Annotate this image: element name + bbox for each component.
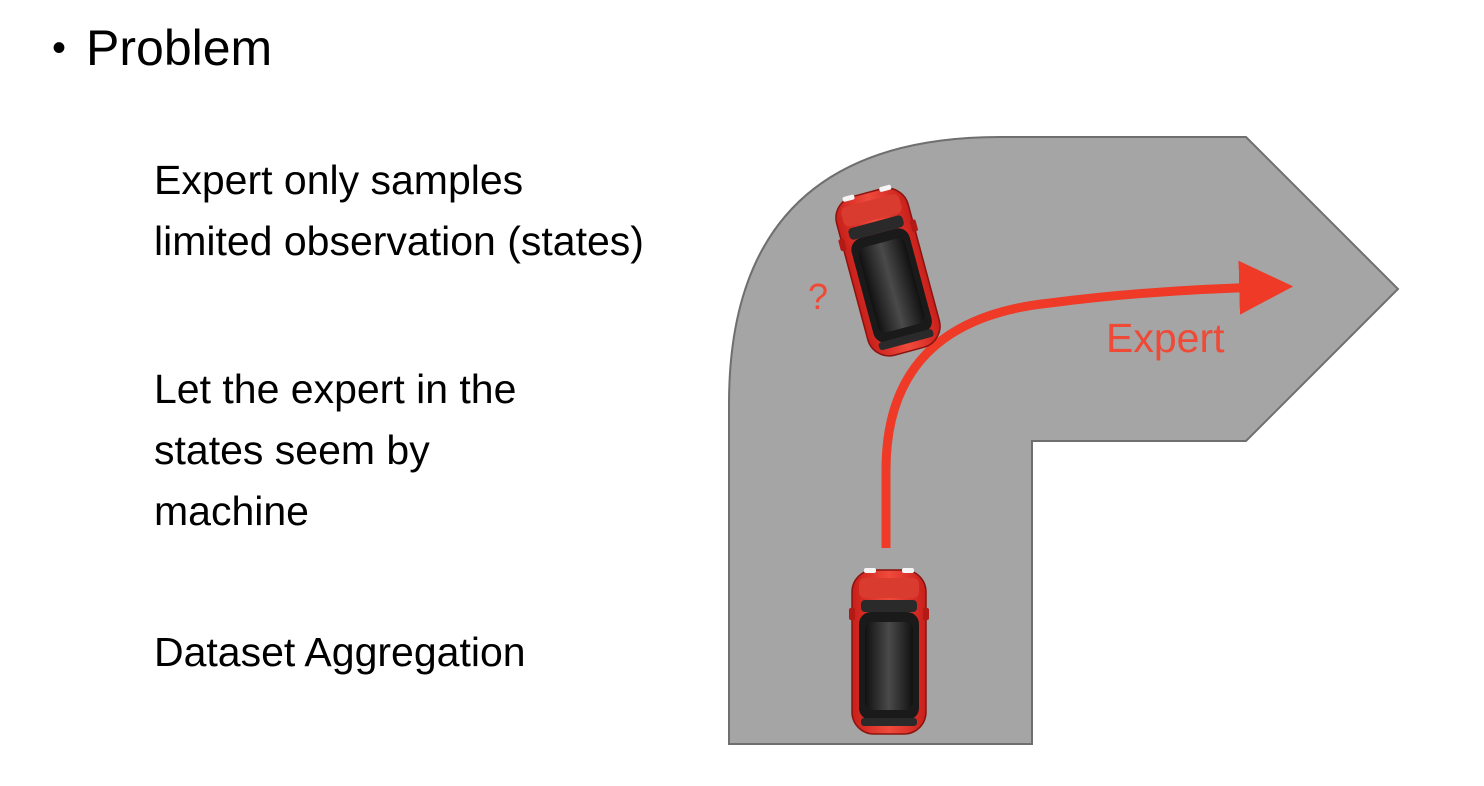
bullet-heading-row: • Problem (52, 18, 272, 78)
bullet-dot-icon: • (52, 26, 67, 70)
expert-path-arrow (881, 260, 1294, 548)
text-block-let-expert: Let the expert in the states seem by mac… (154, 366, 517, 534)
question-mark-label: ? (808, 276, 828, 317)
text-block-expert-samples: Expert only samples limited observation … (154, 157, 644, 264)
bullet-heading: Problem (86, 20, 273, 76)
road-shape (728, 136, 1400, 745)
expert-label: Expert (1106, 315, 1225, 361)
off-track-car-icon (835, 184, 941, 357)
text-block-dataset-aggregation: Dataset Aggregation (154, 629, 526, 675)
expert-car-icon (849, 568, 929, 735)
